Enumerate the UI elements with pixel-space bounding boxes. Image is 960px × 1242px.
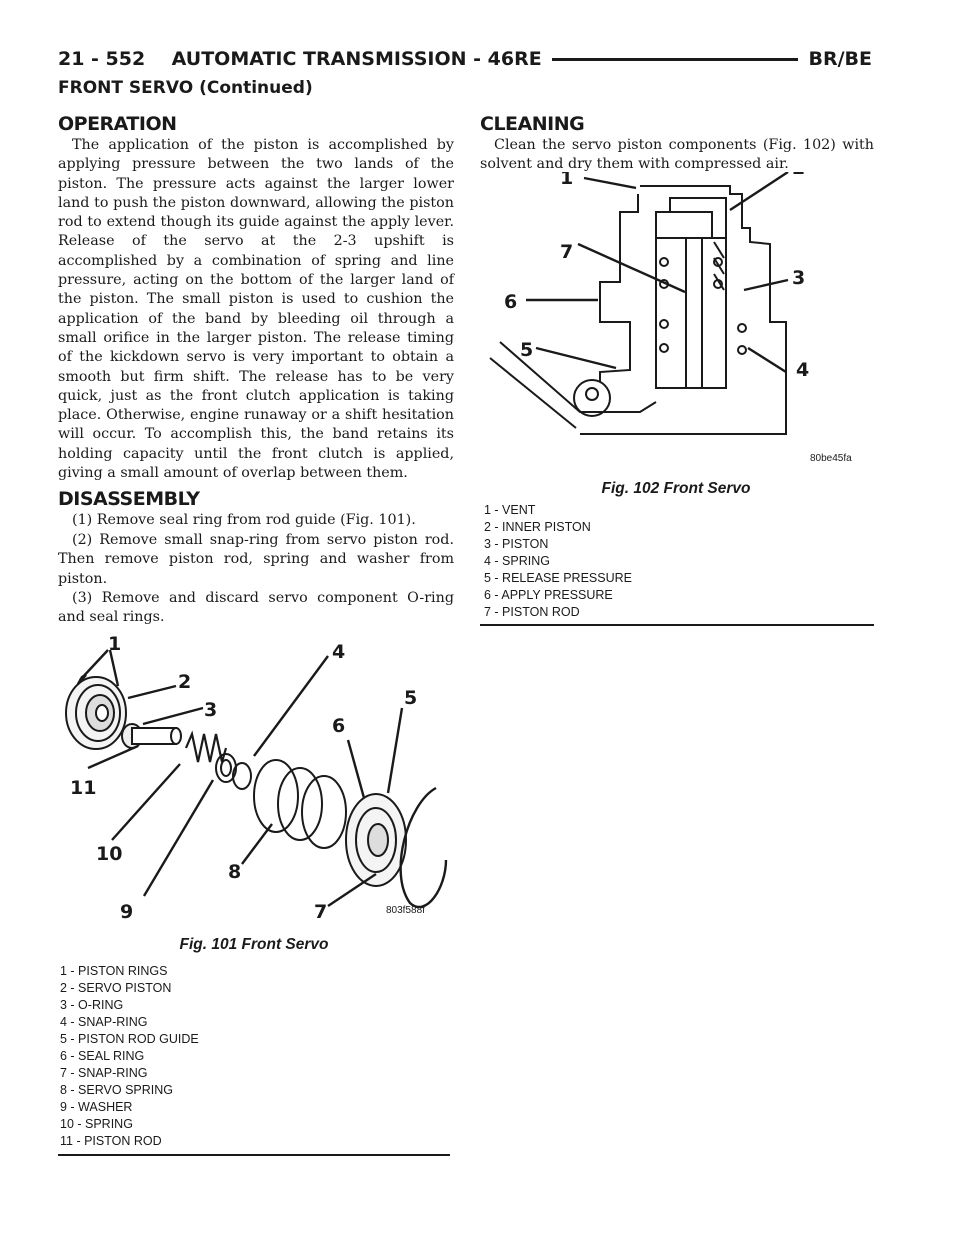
fig101-legend-item: 1 - PISTON RINGS <box>60 964 168 978</box>
fig102-callout-6: 6 <box>504 291 517 313</box>
header-model: BR/BE <box>808 48 872 70</box>
fig102-legend: 1 - VENT 2 - INNER PISTON 3 - PISTON 4 -… <box>484 502 632 621</box>
fig102-legend-item: 1 - VENT <box>484 503 536 517</box>
fig102-legend-item: 6 - APPLY PRESSURE <box>484 588 613 602</box>
operation-heading: OPERATION <box>58 113 177 135</box>
fig101-legend-item: 9 - WASHER <box>60 1100 133 1114</box>
disassembly-heading: DISASSEMBLY <box>58 488 200 510</box>
fig101-legend-item: 2 - SERVO PISTON <box>60 981 172 995</box>
fig102-legend-item: 5 - RELEASE PRESSURE <box>484 571 632 585</box>
fig101-illustration: 1 2 3 4 5 6 7 8 9 10 11 <box>65 633 448 923</box>
fig101-legend-item: 11 - PISTON ROD <box>60 1134 162 1148</box>
fig101-legend-item: 8 - SERVO SPRING <box>60 1083 173 1097</box>
fig101-bottom-rule <box>58 1154 450 1156</box>
fig102-id: 80be45fa <box>810 453 852 464</box>
fig102-callout-3: 3 <box>792 267 805 289</box>
fig101-callout-3: 3 <box>204 699 217 721</box>
fig101-callout-4: 4 <box>332 641 345 663</box>
page-header: 21 - 552 AUTOMATIC TRANSMISSION - 46RE B… <box>58 44 872 74</box>
fig101-legend-item: 4 - SNAP-RING <box>60 1015 148 1029</box>
fig101-legend-item: 5 - PISTON ROD GUIDE <box>60 1032 199 1046</box>
section-continued-title: FRONT SERVO (Continued) <box>58 78 313 98</box>
fig101-callout-5: 5 <box>404 687 417 709</box>
fig102-callout-4: 4 <box>796 359 809 381</box>
disassembly-step-3: (3) Remove and discard servo component O… <box>58 590 454 626</box>
fig101-legend: 1 - PISTON RINGS 2 - SERVO PISTON 3 - O-… <box>60 963 199 1150</box>
fig102-legend-item: 7 - PISTON ROD <box>484 605 580 619</box>
fig101-legend-item: 7 - SNAP-RING <box>60 1066 148 1080</box>
fig102-callout-2: 2 <box>792 172 805 179</box>
fig101-legend-item: 3 - O-RING <box>60 998 124 1012</box>
fig102-callout-5: 5 <box>520 339 533 361</box>
fig101-callout-11: 11 <box>70 777 96 799</box>
disassembly-step-2: (2) Remove small snap-ring from servo pi… <box>58 532 454 587</box>
fig101-callout-2: 2 <box>178 671 191 693</box>
fig101-callout-8: 8 <box>228 861 241 883</box>
cleaning-text: Clean the servo piston components (Fig. … <box>480 137 874 173</box>
cleaning-heading: CLEANING <box>480 113 585 135</box>
operation-text: The application of the piston is accompl… <box>58 137 454 482</box>
fig101-legend-item: 10 - SPRING <box>60 1117 133 1131</box>
fig101-legend-item: 6 - SEAL RING <box>60 1049 145 1063</box>
header-title: 21 - 552 AUTOMATIC TRANSMISSION - 46RE <box>58 48 542 70</box>
fig102-illustration: 1 2 3 4 5 6 7 <box>489 172 809 435</box>
fig102-legend-item: 2 - INNER PISTON <box>484 520 591 534</box>
disassembly-step-1: (1) Remove seal ring from rod guide (Fig… <box>72 512 416 528</box>
fig101-callout-7: 7 <box>314 901 327 923</box>
fig102-bottom-rule <box>480 624 874 626</box>
fig101-callout-6: 6 <box>332 715 345 737</box>
fig101-callout-9: 9 <box>120 901 133 923</box>
fig101-callout-10: 10 <box>96 843 122 865</box>
header-rule <box>551 57 799 61</box>
fig102-callout-1: 1 <box>560 172 573 189</box>
fig102-caption: Fig. 102 Front Servo <box>601 480 751 497</box>
fig102-legend-item: 4 - SPRING <box>484 554 550 568</box>
fig102-legend-item: 3 - PISTON <box>484 537 549 551</box>
fig102-callout-7: 7 <box>560 241 573 263</box>
fig101-caption: Fig. 101 Front Servo <box>179 936 329 953</box>
fig101-callout-1: 1 <box>108 633 121 655</box>
fig101-id: 803f588f <box>386 905 425 916</box>
